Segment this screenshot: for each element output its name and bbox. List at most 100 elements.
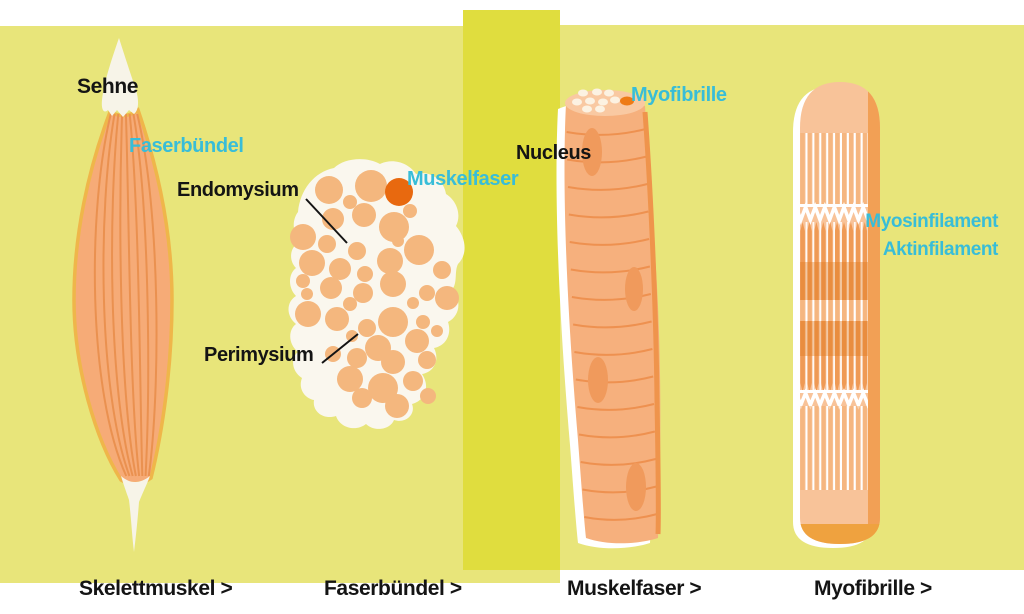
aktin-line [833, 300, 836, 321]
aktin-stripe [800, 406, 805, 490]
nav-skelettmuskel[interactable]: Skelettmuskel > [79, 577, 233, 600]
muscle-fiber-line [136, 113, 158, 477]
fiber-stripe [580, 458, 656, 466]
aktin-line [819, 406, 822, 490]
aktin-line [826, 133, 829, 206]
muscle-fiber-circle [343, 195, 357, 209]
nav-faserbuendel[interactable]: Faserbündel > [324, 577, 462, 600]
myofibril-dot [595, 105, 605, 113]
myosin-bar-tip [862, 383, 867, 392]
nav-muskelfaser[interactable]: Muskelfaser > [567, 577, 702, 600]
aktin-stripe [848, 133, 853, 206]
z-line [800, 390, 880, 393]
fiber-stripe [572, 320, 652, 329]
muscle-fiber-circle [346, 330, 358, 342]
aktin-stripe [848, 406, 853, 490]
aktin-line [819, 133, 822, 206]
muscle-fiber-circle [348, 242, 366, 260]
muscle-fiber-circle [355, 170, 387, 202]
fiber-stripes [566, 128, 658, 521]
aktin-stripe [821, 406, 826, 490]
muscle-fiber-circle [318, 235, 336, 253]
overlap-zone [800, 321, 880, 356]
muscle-fiber-circle [416, 315, 430, 329]
muscle-fiber-circle [433, 261, 451, 279]
muscle-fiber-circle [405, 329, 429, 353]
aktin-stripe [827, 133, 833, 206]
aktin-stripe [807, 300, 812, 321]
muscle-fiber-circle [299, 250, 325, 276]
aktin-line [819, 300, 822, 321]
myofibril-bottom-rim [800, 524, 880, 544]
overlap-zone [800, 262, 880, 300]
aktin-line [805, 300, 808, 321]
aktin-line [846, 300, 849, 321]
myosin-bar-tip [807, 222, 812, 231]
endomysium-leader-line [305, 198, 348, 244]
myosin-gap-line [853, 222, 856, 300]
aktin-stripe [814, 406, 819, 490]
myosin-bar [814, 321, 819, 383]
myosin-bar-tip [821, 222, 826, 231]
aktin-line [805, 133, 808, 206]
myosin-bar [855, 231, 861, 300]
aktin-stripe [821, 133, 826, 206]
myofibril-dot [610, 96, 620, 104]
muscle-fiber-circle [392, 235, 404, 247]
myosin-bar [834, 321, 840, 383]
aktin-stripe [855, 133, 860, 206]
myosin-gap-line [805, 321, 808, 392]
highlighted-muskelfaser-circle [385, 178, 413, 206]
myosin-bar [855, 321, 861, 383]
myofibril-dot [572, 98, 582, 106]
nav-myofibrille[interactable]: Myofibrille > [814, 577, 932, 600]
muscle-fiber-circle [353, 283, 373, 303]
muscle-fiber-circle [403, 204, 417, 218]
fiber-stripe [568, 210, 649, 219]
muscle-fiber-circle [357, 266, 373, 282]
highlight-band [463, 10, 560, 570]
myosin-bar-tip [814, 222, 819, 231]
muscle-fiber-circle [418, 351, 436, 369]
myosin-bar [807, 231, 812, 300]
muscle-fiber-circle [352, 388, 372, 408]
aktin-line [833, 406, 836, 490]
perimysium-leader-line [321, 333, 359, 364]
muscle-fiber-circle [385, 394, 409, 418]
aktin-stripe [841, 133, 847, 206]
myosin-bar-tip [848, 222, 854, 231]
fiber-stripe [570, 265, 651, 274]
aktin-stripe [814, 300, 819, 321]
fiber-stripe [575, 375, 654, 384]
myosin-bar [821, 231, 826, 300]
fiber-stripe [582, 485, 657, 494]
aktin-line [853, 406, 856, 490]
myosin-gap-line [860, 222, 863, 300]
myosin-gap-line [826, 321, 829, 392]
muscle-fiber-circle [290, 224, 316, 250]
muscle-fiber-circle [322, 208, 344, 230]
myosin-bar-tip [827, 222, 833, 231]
myofibril-dot [585, 97, 595, 105]
muscle-fiber-line [119, 113, 137, 477]
muscle-fiber-circle [377, 248, 403, 274]
myofibril-right-edge [868, 82, 880, 544]
myosin-gap-line [853, 321, 856, 392]
muscle-fiber-circle [381, 350, 405, 374]
aktin-line [860, 406, 863, 490]
aktin-line [812, 406, 815, 490]
aktin-stripe [834, 133, 840, 206]
myosin-gap-line [847, 321, 849, 392]
aktin-stripe [834, 300, 840, 321]
myofibril-dot [582, 105, 592, 113]
z-line [800, 204, 880, 207]
fiber-stripe [571, 293, 652, 301]
myofibril-dot [604, 89, 614, 97]
muscle-fiber-circle [431, 325, 443, 337]
aktin-stripe [862, 406, 867, 490]
aktin-line [812, 300, 815, 321]
muscle-fiber-circle [337, 366, 363, 392]
muscle-fiber-circle [325, 307, 349, 331]
